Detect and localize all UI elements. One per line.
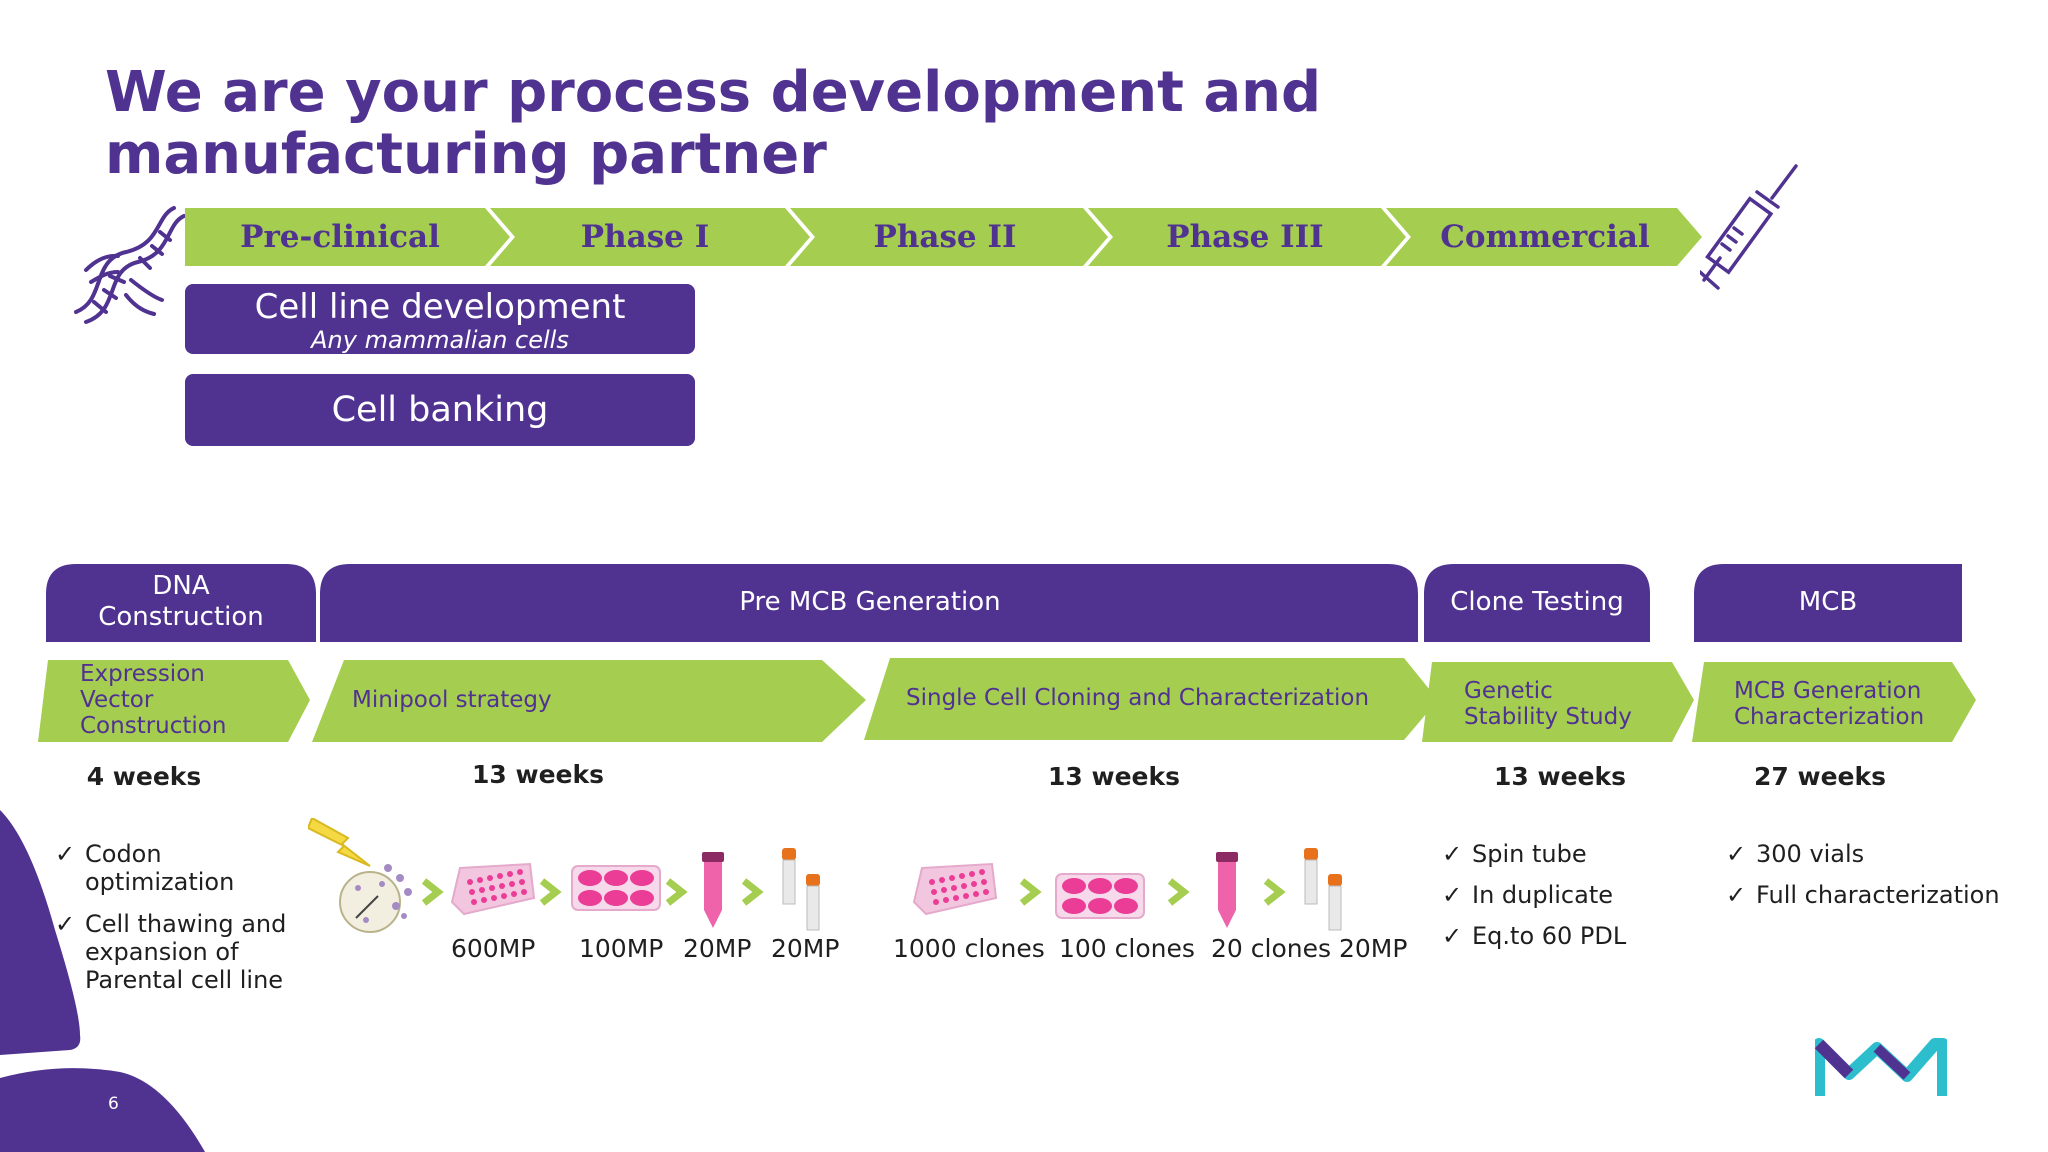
step-expression-vector: Expression Vector Construction	[80, 661, 227, 739]
tube-icon	[1216, 852, 1238, 928]
checkmark-icon: ✓	[1442, 840, 1463, 868]
brand-logo	[1815, 1038, 1947, 1096]
small-arrow-icon	[1019, 878, 1042, 906]
timeline-steps	[38, 658, 1976, 742]
phase-two: Phase II	[873, 219, 1017, 255]
caption-100mp: 100MP	[579, 934, 664, 963]
small-arrow-icon	[665, 878, 688, 906]
phase-chevron	[185, 208, 510, 266]
cell-line-development-box: Cell line development Any mammalian cell…	[185, 284, 695, 354]
phase-preclinical: Pre-clinical	[240, 219, 440, 255]
checklist-item: ✓ Full characterization	[1726, 881, 2000, 909]
step-chevron	[38, 660, 310, 742]
phase-one: Phase I	[580, 219, 710, 255]
duration-minipool: 13 weeks	[471, 760, 604, 789]
header-dna-construction: DNA Construction	[98, 571, 264, 632]
phase-chevron	[490, 208, 810, 266]
electroporation-icon	[308, 818, 412, 933]
spin-tubes-icon	[1304, 848, 1342, 931]
caption-1000-clones: 1000 clones	[893, 934, 1045, 963]
small-arrow-icon	[741, 878, 764, 906]
checklist-item: ✓ Codon optimization	[55, 840, 235, 896]
checklist-item: ✓ In duplicate	[1442, 881, 1614, 909]
small-arrow-icon	[1263, 878, 1286, 906]
caption-20-clones: 20 clones 20MP	[1211, 934, 1408, 963]
phase-chevron	[790, 208, 1108, 266]
cell-banking-label: Cell banking	[331, 390, 549, 430]
cell-line-title: Cell line development	[254, 287, 626, 327]
step-single-cell: Single Cell Cloning and Characterization	[906, 685, 1370, 711]
caption-100-clones: 100 clones	[1059, 934, 1195, 963]
checkmark-icon: ✓	[55, 840, 76, 868]
phase-chevron	[1088, 208, 1406, 266]
checkmark-icon: ✓	[55, 910, 76, 938]
well-plate-96-icon	[912, 862, 998, 916]
duration-clone-testing: 13 weeks	[1493, 762, 1626, 791]
checkmark-icon: ✓	[1726, 840, 1747, 868]
dna-icon	[74, 206, 186, 324]
spin-tubes-icon	[782, 848, 820, 931]
duration-mcb: 27 weeks	[1753, 762, 1886, 791]
step-chevron	[1422, 662, 1694, 742]
checkmark-icon: ✓	[1442, 922, 1463, 950]
cell-banking-box: Cell banking	[185, 374, 695, 446]
tube-icon	[702, 852, 724, 928]
step-chevron	[312, 660, 866, 742]
caption-20mp-spin: 20MP	[771, 934, 840, 963]
page-title: We are your process development and manu…	[105, 60, 1322, 187]
checklist-item: ✓ Cell thawing and expansion of Parental…	[55, 910, 287, 994]
phase-chevrons	[185, 208, 1702, 266]
duration-dna: 4 weeks	[86, 762, 202, 791]
phase-three: Phase III	[1166, 219, 1324, 255]
header-clone-testing: Clone Testing	[1450, 586, 1624, 617]
step-minipool: Minipool strategy	[352, 687, 552, 713]
small-arrow-icon	[539, 878, 562, 906]
well-plate-6-icon	[571, 865, 661, 911]
cell-line-subtitle: Any mammalian cells	[311, 326, 569, 354]
step-chevron	[1692, 662, 1976, 742]
checklist-item: ✓ Eq.to 60 PDL	[1442, 922, 1627, 950]
step-genetic-stability: Genetic Stability Study	[1464, 678, 1632, 730]
caption-600mp: 600MP	[451, 934, 536, 963]
small-arrow-icon	[1167, 878, 1190, 906]
checkmark-icon: ✓	[1726, 881, 1747, 909]
small-arrow-icon	[421, 878, 444, 906]
duration-single-cell: 13 weeks	[1047, 762, 1180, 791]
well-plate-96-icon	[450, 862, 536, 916]
step-chevron	[864, 658, 1438, 740]
caption-20mp: 20MP	[683, 934, 752, 963]
header-pre-mcb: Pre MCB Generation	[739, 586, 1001, 617]
page-number: 6	[108, 1094, 119, 1114]
checklist-item: ✓ 300 vials	[1726, 840, 1865, 868]
checklist-item: ✓ Spin tube	[1442, 840, 1587, 868]
well-plate-6-icon	[1055, 873, 1145, 919]
timeline-headers	[46, 564, 1962, 642]
decorative-blob	[0, 810, 205, 1152]
phase-chevron	[1386, 208, 1702, 266]
step-mcb-characterization: MCB Generation Characterization	[1734, 678, 1925, 730]
syringe-icon	[1700, 164, 1798, 290]
phase-commercial: Commercial	[1440, 219, 1650, 255]
checkmark-icon: ✓	[1442, 881, 1463, 909]
header-mcb: MCB	[1798, 586, 1858, 617]
